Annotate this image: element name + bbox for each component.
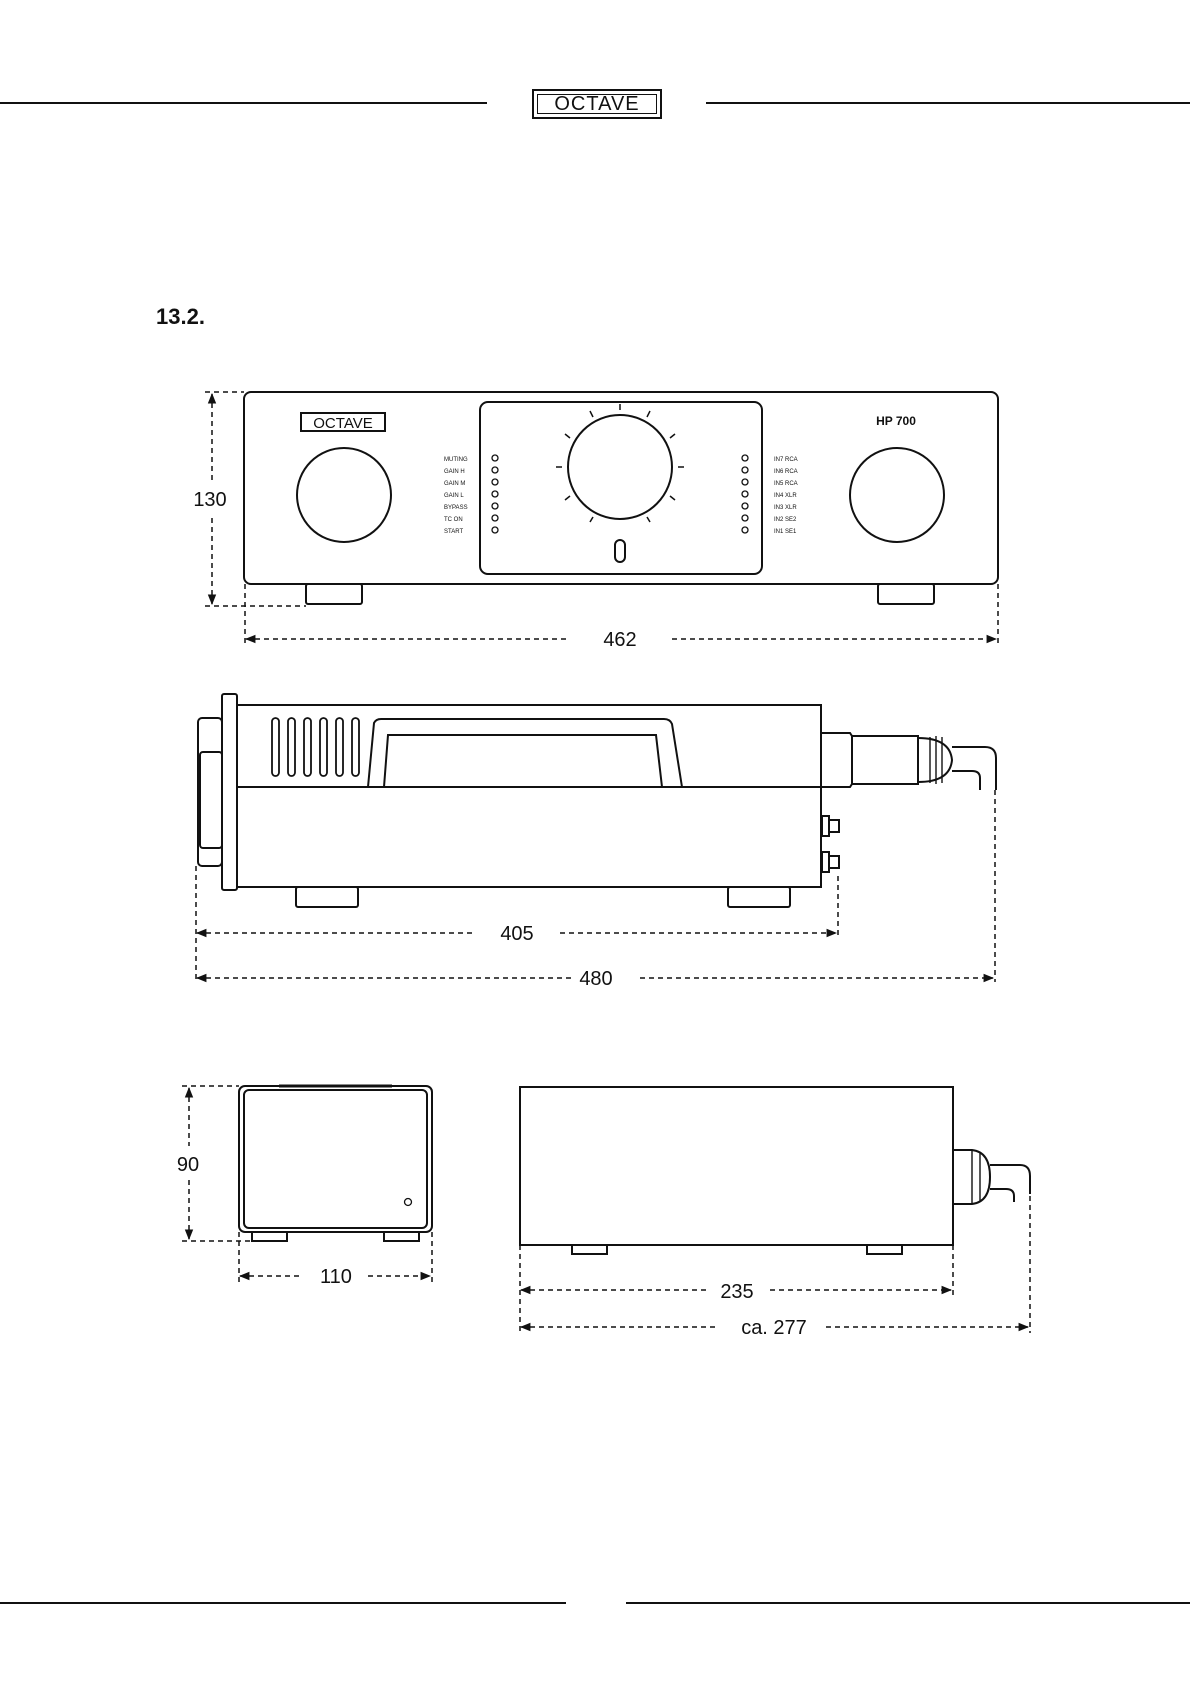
footer-rule-left [0,1602,566,1604]
psu-total-depth-dim: ca. 277 [741,1317,807,1339]
led-column-right [742,455,748,533]
ir-sensor [615,540,625,562]
volume-ticks [556,404,684,522]
led-label: IN7 RCA [774,457,798,463]
psu-front-dimensions [182,1086,432,1282]
front-width-dim: 462 [603,629,636,651]
psu-side-body [520,1087,953,1245]
psu-led [405,1199,412,1206]
led-label: GAIN M [444,481,465,487]
led-label: GAIN H [444,469,465,475]
side-foot-front [296,887,358,907]
led-column-left [492,455,498,533]
front-foot-right [878,584,934,604]
side-foot-rear [728,887,790,907]
vent-slots [272,718,359,776]
side-front-plate [222,694,237,890]
tube-cover-inner [384,735,662,787]
power-cable [952,747,996,790]
psu-foot-left [252,1232,287,1241]
led-label: IN3 XLR [774,505,797,511]
led-label: IN4 XLR [774,493,797,499]
volume-knob [568,415,672,519]
power-plug [821,733,918,787]
psu-front-body [239,1086,432,1232]
psu-side-view [520,1087,1030,1254]
psu-side-foot-front [572,1245,607,1254]
led-labels-left: MUTING GAIN H GAIN M GAIN L BYPASS TC ON… [444,457,468,535]
side-knob-inner [200,752,222,848]
psu-foot-right [384,1232,419,1241]
psu-front-view [239,1086,432,1241]
side-total-depth-dim: 480 [579,968,612,990]
side-view [198,694,996,907]
led-labels-right: IN7 RCA IN6 RCA IN5 RCA IN4 XLR IN3 XLR … [774,457,798,535]
rear-jack-upper [822,816,829,836]
front-height-dim: 130 [193,489,226,511]
led-label: IN1 SE1 [774,529,797,535]
led-label: IN5 RCA [774,481,798,487]
footer-rule-right [626,1602,1190,1604]
rear-jack-lower [822,852,829,872]
led-label: IN2 SE2 [774,517,797,523]
led-label: GAIN L [444,493,464,499]
led-label: BYPASS [444,505,468,511]
side-chassis-lower [237,787,821,887]
tube-cover [368,719,682,787]
side-knob-profile [198,718,222,866]
led-label: MUTING [444,457,468,463]
front-foot-left [306,584,362,604]
psu-depth-dim: 235 [720,1281,753,1303]
psu-front-inner [244,1090,427,1228]
front-display-window [480,402,762,574]
panel-logo-text: OCTAVE [313,415,372,432]
led-label: IN6 RCA [774,469,798,475]
psu-side-foot-rear [867,1245,902,1254]
front-knob-left [297,448,391,542]
led-label: TC ON [444,517,463,523]
psu-height-dim: 90 [177,1154,199,1176]
side-depth-dim: 405 [500,923,533,945]
model-label: HP 700 [876,414,916,428]
front-knob-right [850,448,944,542]
led-label: START [444,529,463,535]
psu-width-dim: 110 [320,1266,352,1288]
